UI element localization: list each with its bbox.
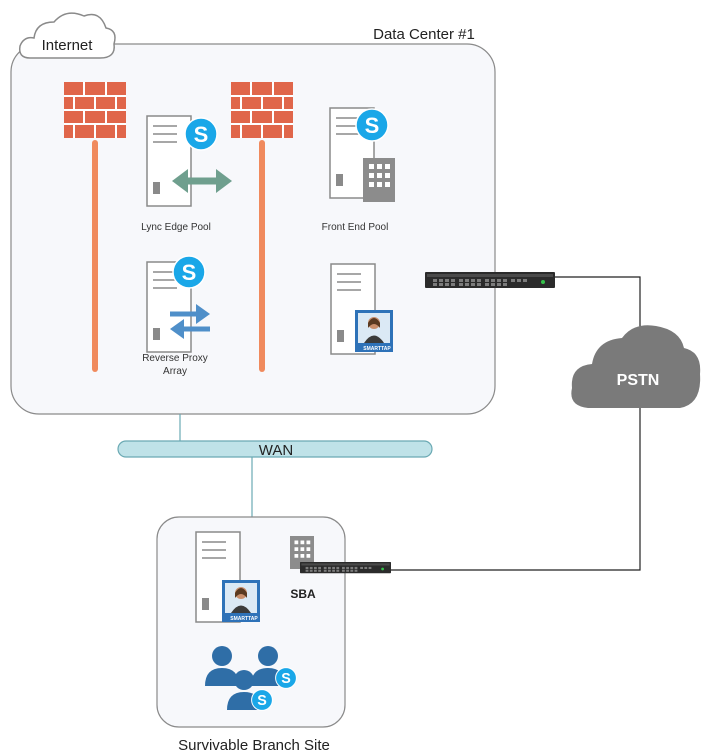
reverse-proxy-label-line2: Array [163, 366, 187, 377]
firewall-1-icon [63, 81, 127, 372]
data-center-label: Data Center #1 [373, 26, 475, 43]
wan-bar [117, 440, 433, 458]
lync-edge-label: Lync Edge Pool [141, 222, 211, 233]
lync-edge-server-icon [146, 115, 192, 207]
branch-user-skype-icon-2 [251, 689, 273, 711]
swap-arrows-icon [170, 304, 210, 339]
internet-cloud-icon [18, 12, 116, 59]
firewall-2-icon [230, 81, 294, 372]
gateway-switch-icon [425, 272, 555, 288]
sba-switch-icon [300, 562, 391, 574]
branch-smarttap-box-icon: SMARTTAP [222, 580, 260, 622]
front-end-label: Front End Pool [322, 222, 389, 233]
pstn-link-branch [391, 408, 641, 571]
reverse-proxy-skype-icon [172, 255, 206, 289]
lync-edge-skype-icon [184, 117, 218, 151]
pstn-cloud-icon [571, 325, 701, 408]
front-end-building-icon [363, 158, 395, 202]
pstn-label: PSTN [617, 372, 660, 389]
sba-label: SBA [290, 587, 316, 601]
reverse-proxy-label-line1: Reverse Proxy [142, 353, 208, 364]
pstn-link-datacenter [555, 276, 641, 330]
bidirectional-arrow-icon [172, 169, 232, 193]
internet-label: Internet [42, 37, 94, 54]
smarttap-brand-label: SMARTTAP [363, 346, 391, 352]
smarttap-box-icon: SMARTTAP [355, 310, 393, 352]
branch-user-skype-icon-1 [275, 667, 297, 689]
front-end-skype-icon [355, 108, 389, 142]
branch-smarttap-brand-label: SMARTTAP [230, 616, 258, 622]
branch-site-label: Survivable Branch Site [178, 737, 330, 754]
wan-label: WAN [259, 442, 293, 459]
